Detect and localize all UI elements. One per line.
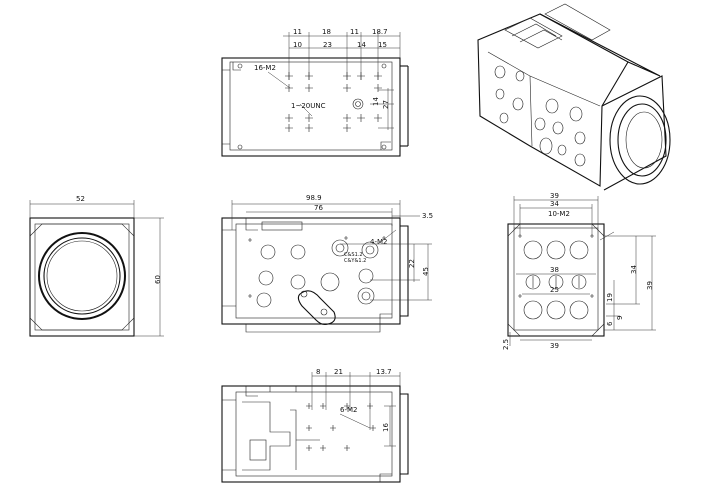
- rear-view: 39 34 10-M2 38 25 34 39 6 9 19 2.5 39: [502, 192, 656, 350]
- top-vert-14: 14: [372, 97, 380, 106]
- top-dim-11a: 11: [293, 28, 302, 36]
- side-view: 98.9 76 3.5 4-M2 C&S1.2 C&Y&1.2 22 45: [221, 194, 433, 333]
- top-vert-27: 27: [382, 100, 390, 109]
- top-view: 11 18 11 18.7 10 23 14 15 16-M2 1~20UNC …: [221, 28, 409, 157]
- iso-view: [477, 3, 671, 191]
- side-thread-note-2: C&Y&1.2: [344, 258, 366, 264]
- front-height-dim: 60: [154, 275, 162, 284]
- rear-right-39: 39: [646, 281, 654, 290]
- top-unc-note: 1~20UNC: [291, 102, 326, 110]
- top-dim-18a: 18: [322, 28, 331, 36]
- iso-front-holes: [534, 98, 586, 167]
- bottom-dim-13-7: 13.7: [376, 368, 392, 376]
- bottom-vert-16: 16: [382, 423, 390, 432]
- top-dim-10: 10: [293, 41, 302, 49]
- side-overall-dim: 98.9: [306, 194, 322, 202]
- bottom-dim-21: 21: [334, 368, 343, 376]
- bottom-dim-8: 8: [316, 368, 320, 376]
- top-dim-23: 23: [323, 41, 332, 49]
- side-offset-dim: 3.5: [422, 212, 433, 220]
- rear-top-39: 39: [550, 192, 559, 200]
- side-inner-dim: 76: [314, 204, 323, 212]
- side-hole-note: 4-M2: [370, 238, 387, 246]
- side-vert-45: 45: [422, 267, 430, 276]
- rear-small-6: 6: [606, 321, 614, 326]
- top-hole-note: 16-M2: [254, 64, 276, 72]
- rear-top-34: 34: [550, 200, 559, 208]
- top-dim-15: 15: [378, 41, 387, 49]
- rear-bottom-2-5: 2.5: [502, 339, 510, 350]
- top-dim-lines: [267, 32, 401, 130]
- rear-holes: [523, 240, 589, 320]
- rear-small-19: 19: [606, 293, 614, 302]
- rear-hole-note: 10-M2: [548, 210, 570, 218]
- iso-side-holes: [494, 65, 525, 124]
- side-thread-note-1: C&S1.2: [344, 252, 363, 258]
- rear-mid-38: 38: [550, 266, 559, 274]
- front-width-dim: 52: [76, 195, 85, 203]
- rear-mid-25: 25: [550, 286, 559, 294]
- rear-right-34: 34: [630, 265, 638, 274]
- side-holes: [256, 239, 379, 308]
- front-view: 52 60: [29, 195, 164, 337]
- bottom-view: 8 21 13.7 6-M2 16: [221, 368, 409, 483]
- top-dim-11b: 11: [350, 28, 359, 36]
- side-vert-22: 22: [408, 259, 416, 268]
- rear-bottom-39: 39: [550, 342, 559, 350]
- top-dim-14: 14: [357, 41, 366, 49]
- top-dim-18-7: 18.7: [372, 28, 388, 36]
- rear-small-9: 9: [616, 316, 624, 320]
- bottom-hole-note: 6-M2: [340, 406, 357, 414]
